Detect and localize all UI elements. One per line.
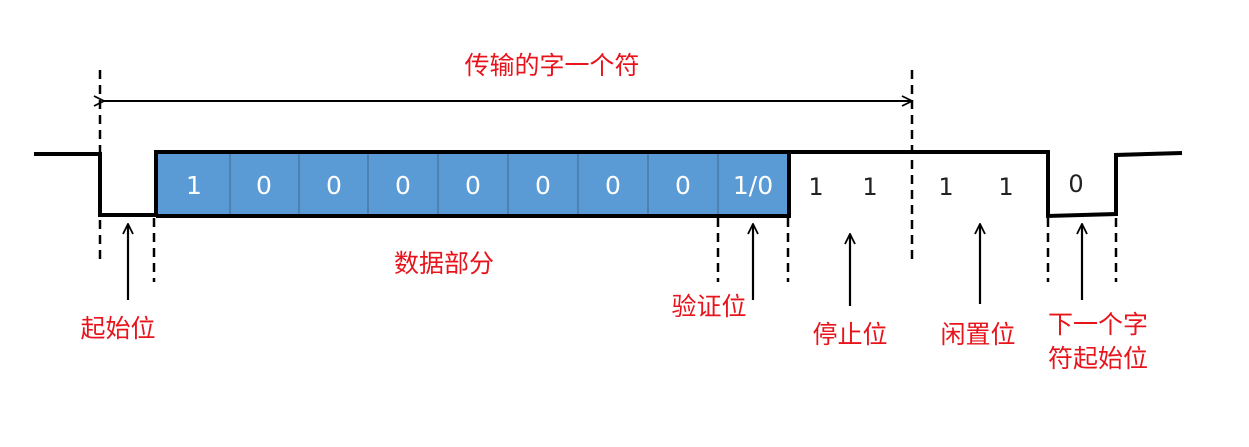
boundary-lines <box>98 70 1118 282</box>
data-block <box>156 153 789 216</box>
data-bit: 0 <box>326 171 342 200</box>
label-start-bit: 起始位 <box>80 314 155 343</box>
label-idle: 闲置位 <box>940 320 1015 349</box>
idle-bit: 1 <box>998 173 1013 201</box>
next-start-bit: 0 <box>1068 170 1083 198</box>
data-bit: 0 <box>256 171 272 200</box>
stop-bit: 1 <box>808 173 823 201</box>
label-stop: 停止位 <box>812 320 887 349</box>
label-next-start-line1: 下一个字 <box>1048 310 1148 339</box>
cell-dividers <box>229 153 719 216</box>
pointer-arrows <box>128 224 1082 306</box>
label-next-start-line2: 符起始位 <box>1048 344 1148 373</box>
data-bit: 0 <box>605 171 621 200</box>
signal-waveform <box>34 150 1183 219</box>
stop-bit: 1 <box>862 173 877 201</box>
data-bit: 0 <box>535 171 551 200</box>
label-data-part: 数据部分 <box>394 249 494 278</box>
data-bit: 0 <box>395 171 411 200</box>
label-parity: 验证位 <box>671 292 746 321</box>
idle-bit: 1 <box>938 173 953 201</box>
frame-title: 传输的字一个符 <box>464 51 639 80</box>
data-bit: 0 <box>465 171 481 200</box>
parity-bit: 1/0 <box>733 171 773 200</box>
data-bit: 0 <box>675 171 691 200</box>
data-bit: 1 <box>186 171 202 200</box>
